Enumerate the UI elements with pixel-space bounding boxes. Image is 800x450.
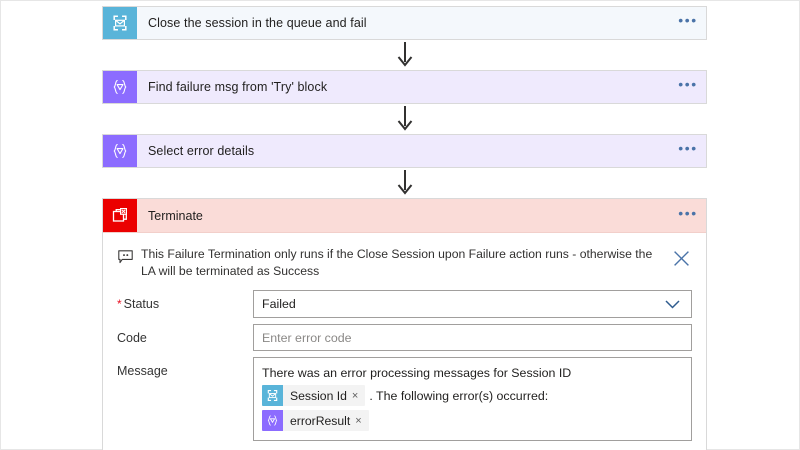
form-row-message: Message There was an error processing me… xyxy=(103,351,706,441)
data-operations-icon xyxy=(262,410,283,431)
action-title: Select error details xyxy=(148,144,255,158)
action-card-terminate[interactable]: Terminate ••• This Failure Termination o… xyxy=(102,198,707,450)
action-comment-row: This Failure Termination only runs if th… xyxy=(103,242,706,284)
chevron-down-icon[interactable] xyxy=(661,299,683,309)
data-operations-icon xyxy=(103,135,137,167)
action-menu-button[interactable]: ••• xyxy=(678,12,698,28)
code-label: Code xyxy=(117,331,147,345)
token-label: Session Id xyxy=(290,388,347,403)
terminate-icon xyxy=(103,199,137,232)
code-placeholder: Enter error code xyxy=(262,330,352,345)
message-input[interactable]: There was an error processing messages f… xyxy=(253,357,692,441)
terminate-body: This Failure Termination only runs if th… xyxy=(103,233,706,450)
form-row-code: Code Enter error code xyxy=(103,318,706,351)
action-menu-button[interactable]: ••• xyxy=(678,76,698,92)
code-input[interactable]: Enter error code xyxy=(253,324,692,351)
token-chip-session-id[interactable]: Session Id × xyxy=(262,385,366,406)
message-label: Message xyxy=(117,364,168,378)
message-text-line: There was an error processing messages f… xyxy=(262,366,572,380)
required-marker: * xyxy=(117,297,122,311)
action-menu-button[interactable]: ••• xyxy=(678,140,698,156)
token-remove-icon[interactable]: × xyxy=(355,414,362,427)
status-label: *Status xyxy=(117,290,253,311)
service-bus-icon xyxy=(262,385,283,406)
action-card-close-session[interactable]: Close the session in the queue and fail … xyxy=(102,6,707,40)
action-menu-button[interactable]: ••• xyxy=(678,204,698,221)
message-text-tail: . The following error(s) occurred: xyxy=(369,388,549,403)
token-remove-icon[interactable]: × xyxy=(351,389,359,402)
comment-icon xyxy=(113,246,137,264)
action-title: Close the session in the queue and fail xyxy=(148,16,367,30)
close-icon[interactable] xyxy=(666,246,696,267)
comment-text: This Failure Termination only runs if th… xyxy=(141,247,653,278)
status-label-text: Status xyxy=(123,297,160,311)
token-label: errorResult xyxy=(290,413,351,428)
message-token-row-1: Session Id × . The following error(s) oc… xyxy=(262,385,683,410)
workflow-flow: Close the session in the queue and fail … xyxy=(102,6,707,450)
flow-arrow-1 xyxy=(102,40,707,70)
service-bus-icon xyxy=(103,7,137,39)
status-select[interactable]: Failed xyxy=(253,290,692,318)
status-value: Failed xyxy=(262,297,296,311)
flow-arrow-3 xyxy=(102,168,707,198)
action-card-select-error-details[interactable]: Select error details ••• xyxy=(102,134,707,168)
data-operations-icon xyxy=(103,71,137,103)
action-title: Terminate xyxy=(148,208,203,223)
action-title: Find failure msg from 'Try' block xyxy=(148,80,328,94)
terminate-header[interactable]: Terminate ••• xyxy=(103,199,706,233)
token-chip-error-result[interactable]: errorResult × xyxy=(262,410,369,431)
message-token-row-2: errorResult × xyxy=(262,410,683,431)
form-row-status: *Status Failed xyxy=(103,284,706,318)
flow-arrow-2 xyxy=(102,104,707,134)
action-card-find-failure-msg[interactable]: Find failure msg from 'Try' block ••• xyxy=(102,70,707,104)
